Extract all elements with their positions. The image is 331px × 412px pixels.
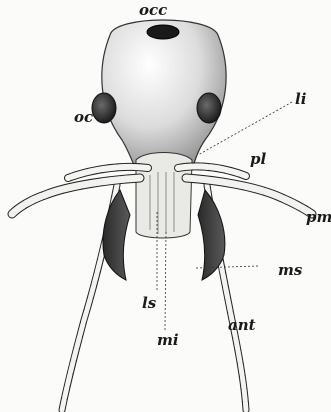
label-li: li bbox=[295, 90, 307, 108]
label-pl: pl bbox=[250, 150, 266, 168]
label-pm: pm bbox=[306, 208, 331, 226]
compound-eye-right bbox=[197, 93, 221, 123]
label-ant: ant bbox=[228, 316, 256, 334]
label-ms: ms bbox=[278, 261, 303, 279]
label-occ: occ bbox=[139, 1, 167, 19]
mandible-left bbox=[103, 190, 130, 280]
label-ls: ls bbox=[142, 294, 157, 312]
compound-eye-left bbox=[92, 93, 116, 123]
label-oc: oc bbox=[74, 108, 93, 126]
occipital-opening bbox=[147, 25, 179, 39]
label-mi: mi bbox=[157, 331, 179, 349]
